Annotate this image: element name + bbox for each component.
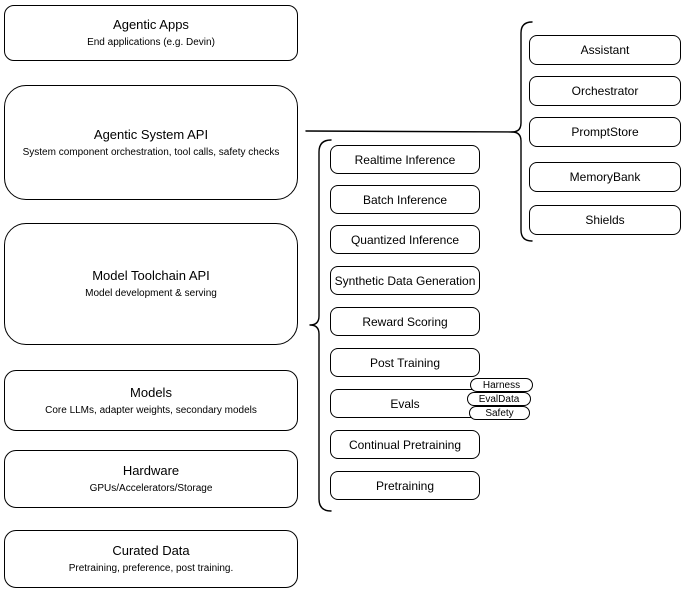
tag-label: EvalData — [478, 393, 520, 405]
box-pretraining: Pretraining — [330, 471, 480, 500]
box-label: Post Training — [369, 355, 441, 370]
box-label: Orchestrator — [571, 84, 639, 98]
box-title: Hardware — [122, 463, 180, 478]
box-subtitle: System component orchestration, tool cal… — [22, 146, 280, 158]
box-subtitle: Model development & serving — [85, 288, 217, 299]
box-hardware: Hardware GPUs/Accelerators/Storage — [4, 450, 298, 508]
box-promptstore: PromptStore — [529, 117, 681, 147]
box-agentic-system-api: Agentic System API System component orch… — [4, 85, 298, 200]
box-label: Continual Pretraining — [348, 437, 462, 452]
box-label: Synthetic Data Generation — [334, 273, 476, 288]
box-continual-pretraining: Continual Pretraining — [330, 430, 480, 459]
box-label: Reward Scoring — [362, 314, 448, 329]
box-post-training: Post Training — [330, 348, 480, 377]
tag-label: Harness — [482, 379, 521, 391]
box-evals: Evals — [330, 389, 480, 418]
box-title: Model Toolchain API — [92, 268, 210, 283]
box-shields: Shields — [529, 205, 681, 235]
box-orchestrator: Orchestrator — [529, 76, 681, 106]
box-label: Realtime Inference — [354, 152, 456, 167]
box-title: Curated Data — [112, 543, 190, 558]
box-agentic-apps: Agentic Apps End applications (e.g. Devi… — [4, 5, 298, 61]
box-label: Batch Inference — [362, 192, 448, 207]
box-quantized-inference: Quantized Inference — [330, 225, 480, 254]
box-label: Quantized Inference — [350, 232, 460, 247]
tag-harness: Harness — [470, 378, 533, 392]
box-label: Assistant — [580, 43, 630, 57]
box-label: Shields — [585, 213, 625, 227]
tag-safety: Safety — [469, 406, 530, 420]
box-title: Agentic System API — [93, 126, 209, 142]
box-subtitle: Pretraining, preference, post training. — [68, 563, 234, 574]
box-realtime-inference: Realtime Inference — [330, 145, 480, 174]
box-title: Models — [130, 384, 172, 400]
box-subtitle: GPUs/Accelerators/Storage — [89, 483, 213, 494]
box-label: MemoryBank — [569, 170, 641, 184]
tag-label: Safety — [485, 407, 514, 419]
box-batch-inference: Batch Inference — [330, 185, 480, 214]
box-label: Pretraining — [375, 478, 435, 493]
box-memorybank: MemoryBank — [529, 162, 681, 192]
box-assistant: Assistant — [529, 35, 681, 65]
box-label: Evals — [390, 396, 420, 411]
box-curated-data: Curated Data Pretraining, preference, po… — [4, 530, 298, 588]
box-label: PromptStore — [571, 125, 639, 139]
box-subtitle: Core LLMs, adapter weights, secondary mo… — [45, 404, 257, 416]
box-models: Models Core LLMs, adapter weights, secon… — [4, 370, 298, 431]
box-subtitle: End applications (e.g. Devin) — [87, 37, 215, 48]
box-reward-scoring: Reward Scoring — [330, 307, 480, 336]
box-synthetic-data-generation: Synthetic Data Generation — [330, 266, 480, 295]
tag-evaldata: EvalData — [467, 392, 531, 406]
box-title: Agentic Apps — [113, 17, 189, 32]
middle-column-brace — [309, 139, 332, 512]
api-connector-line — [305, 130, 513, 133]
box-model-toolchain-api: Model Toolchain API Model development & … — [4, 223, 298, 345]
